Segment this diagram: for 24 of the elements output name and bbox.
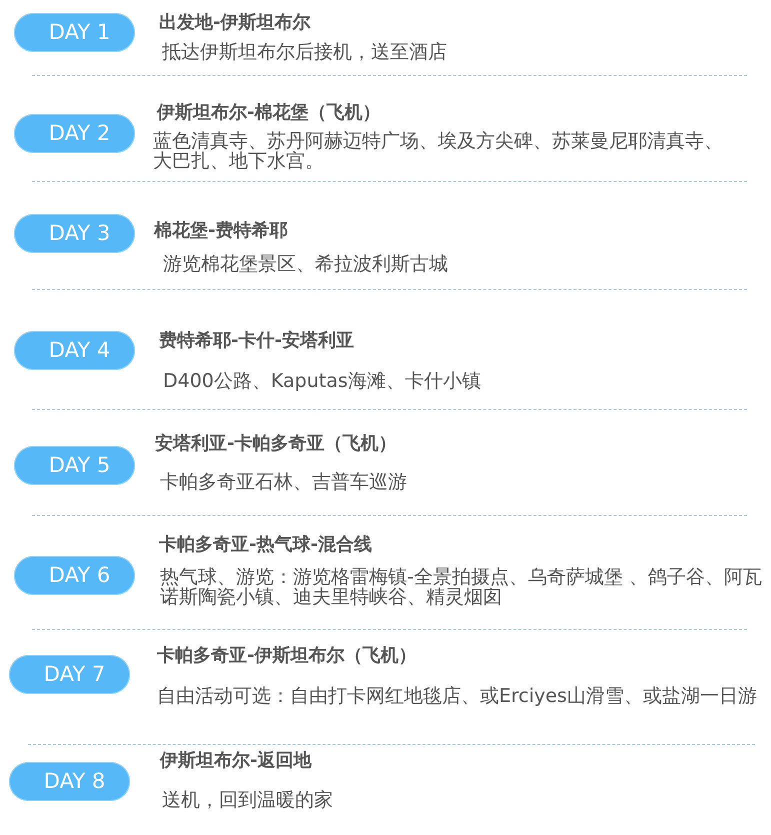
day-pill: DAY 5: [14, 446, 135, 485]
day-description: 抵达伊斯坦布尔后接机，送至酒店: [162, 42, 448, 62]
day-description: 送机，回到温暖的家: [162, 790, 334, 810]
day-description: 自由活动可选：自由打卡网红地毯店、或Erciyes山滑雪、或盐湖一日游: [157, 686, 758, 706]
day-route-heading: 伊斯坦布尔-返回地: [160, 750, 312, 771]
day-route-heading: 费特希耶-卡什-安塔利亚: [159, 330, 354, 351]
day-route-heading: 出发地-伊斯坦布尔: [159, 12, 310, 33]
day-description: 蓝色清真寺、苏丹阿赫迈特广场、埃及方尖碑、苏莱曼尼耶清真寺、大巴扎、地下水宫。: [153, 131, 724, 171]
day-pill: DAY 6: [14, 556, 135, 595]
day-pill: DAY 7: [9, 655, 130, 694]
day-route-heading: 卡帕多奇亚-热气球-混合线: [159, 534, 372, 555]
day-route-heading: 棉花堡-费特希耶: [154, 220, 288, 241]
day-pill: DAY 8: [9, 762, 130, 801]
day-pill: DAY 3: [14, 214, 135, 253]
day-description: 卡帕多奇亚石林、吉普车巡游: [160, 472, 408, 492]
day-pill: DAY 1: [14, 13, 135, 52]
day-description: D400公路、Kaputas海滩、卡什小镇: [163, 371, 482, 391]
day-route-heading: 伊斯坦布尔-棉花堡（飞机）: [157, 102, 380, 123]
day-pill: DAY 4: [14, 331, 135, 370]
day-route-heading: 安塔利亚-卡帕多奇亚（飞机）: [155, 433, 396, 454]
day-description: 热气球、游览：游览格雷梅镇-全景拍摄点、乌奇萨城堡 、鸽子谷、阿瓦诺斯陶瓷小镇、迪夫里特峡谷、精灵烟囱: [160, 567, 763, 607]
day-route-heading: 卡帕多奇亚-伊斯坦布尔（飞机）: [157, 645, 416, 666]
day-description: 游览棉花堡景区、希拉波利斯古城: [163, 254, 449, 274]
day-pill: DAY 2: [14, 114, 135, 153]
